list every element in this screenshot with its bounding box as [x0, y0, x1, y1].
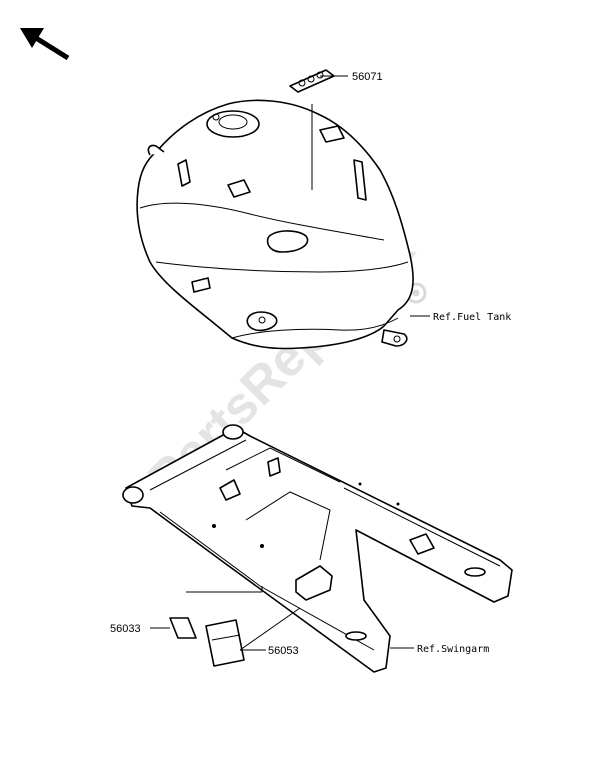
arrow-up-left-icon — [20, 28, 70, 61]
label-56053 — [205, 619, 245, 667]
fuel-tank — [136, 99, 414, 350]
callout-56033: 56033 — [110, 623, 141, 635]
label-56033 — [169, 617, 197, 639]
callout-ref-fuel-tank: Ref.Fuel Tank — [433, 312, 511, 323]
swingarm — [122, 424, 513, 673]
callout-56071: 56071 — [352, 71, 383, 83]
callout-ref-swingarm: Ref.Swingarm — [417, 644, 489, 655]
leader-lines — [150, 75, 430, 651]
label-56071 — [289, 69, 335, 93]
callout-56053: 56053 — [268, 645, 299, 657]
